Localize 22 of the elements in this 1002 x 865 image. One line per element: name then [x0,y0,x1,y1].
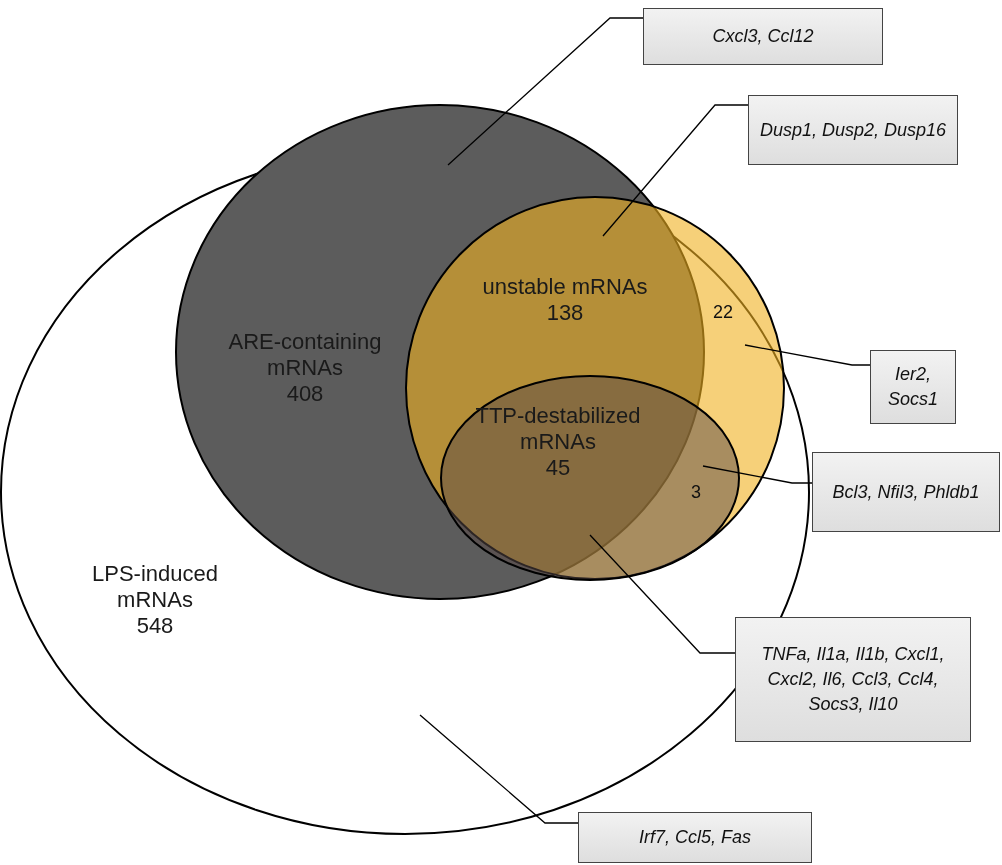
set-label: ARE-containing mRNAs [227,329,383,381]
gene-list-box: TNFa, Il1a, Il1b, Cxcl1, Cxcl2, Il6, Ccl3, Ccl4, Socs3, Il10 [735,617,971,742]
gene-list-box: Irf7, Ccl5, Fas [578,812,812,863]
count-label: 3 [691,482,701,503]
leader-line [447,17,644,166]
gene-list-box: Ier2, Socs1 [870,350,956,424]
leader-line [702,465,813,484]
gene-list-box: Dusp1, Dusp2, Dusp16 [748,95,958,165]
leader-line [744,344,871,366]
set-label: 45 [545,455,571,481]
leader-line [419,714,579,824]
set-label: unstable mRNAs [482,274,648,300]
set-label: 548 [136,613,174,639]
set-label: 408 [286,381,324,407]
leader-line [602,104,749,237]
set-label: 138 [546,300,584,326]
gene-list-box: Bcl3, Nfil3, Phldb1 [812,452,1000,532]
count-label: 22 [713,302,734,323]
set-label: LPS-induced mRNAs [91,561,219,613]
gene-list-box: Cxcl3, Ccl12 [643,8,883,65]
set-label: TTP-destabilized mRNAs [474,403,642,455]
leader-line [589,534,736,654]
